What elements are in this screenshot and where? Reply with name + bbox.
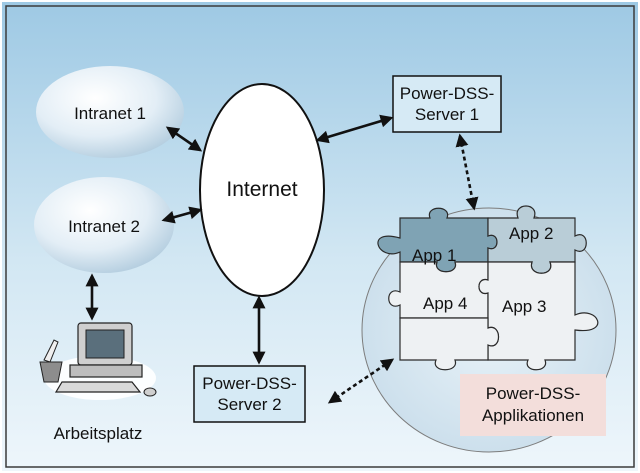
applications-label-line2: Applikationen (481, 406, 585, 425)
link-intranet1-internet (165, 126, 203, 152)
workstation-label: Arbeitsplatz (53, 424, 143, 443)
app-4-label: App 4 (423, 294, 468, 313)
server-1-label-line1: Power-DSS- (399, 84, 495, 103)
server-2-box (193, 365, 306, 423)
frame-border (5, 5, 635, 468)
puzzle-group (377, 205, 599, 371)
link-server2-apps (327, 358, 395, 404)
workstation-icon (39, 322, 157, 400)
app-1-label: App 1 (412, 246, 457, 265)
link-server1-apps (455, 133, 479, 211)
server-1-label-line2: Server 1 (414, 105, 480, 124)
intranet-1-label: Intranet 1 (74, 104, 146, 123)
internet-label: Internet (226, 178, 298, 201)
link-internet-server1 (315, 114, 394, 144)
link-intranet2-internet (161, 206, 203, 224)
server-2-label-line2: Server 2 (217, 395, 282, 414)
applications-label-line1: Power-DSS- (485, 384, 581, 403)
server-1-box (392, 75, 502, 133)
app-2-label: App 2 (509, 224, 554, 243)
intranet-2-label: Intranet 2 (68, 217, 140, 236)
applications-label-box (460, 374, 606, 436)
intranet-1-cloud (36, 66, 184, 158)
puzzle-piece-app-3 (478, 261, 599, 371)
intranet-2-cloud (34, 177, 174, 273)
app-3-label: App 3 (502, 297, 547, 316)
connections (85, 114, 479, 404)
server-2-label-line1: Power-DSS- (202, 374, 297, 393)
puzzle-piece-bottom (399, 317, 500, 371)
